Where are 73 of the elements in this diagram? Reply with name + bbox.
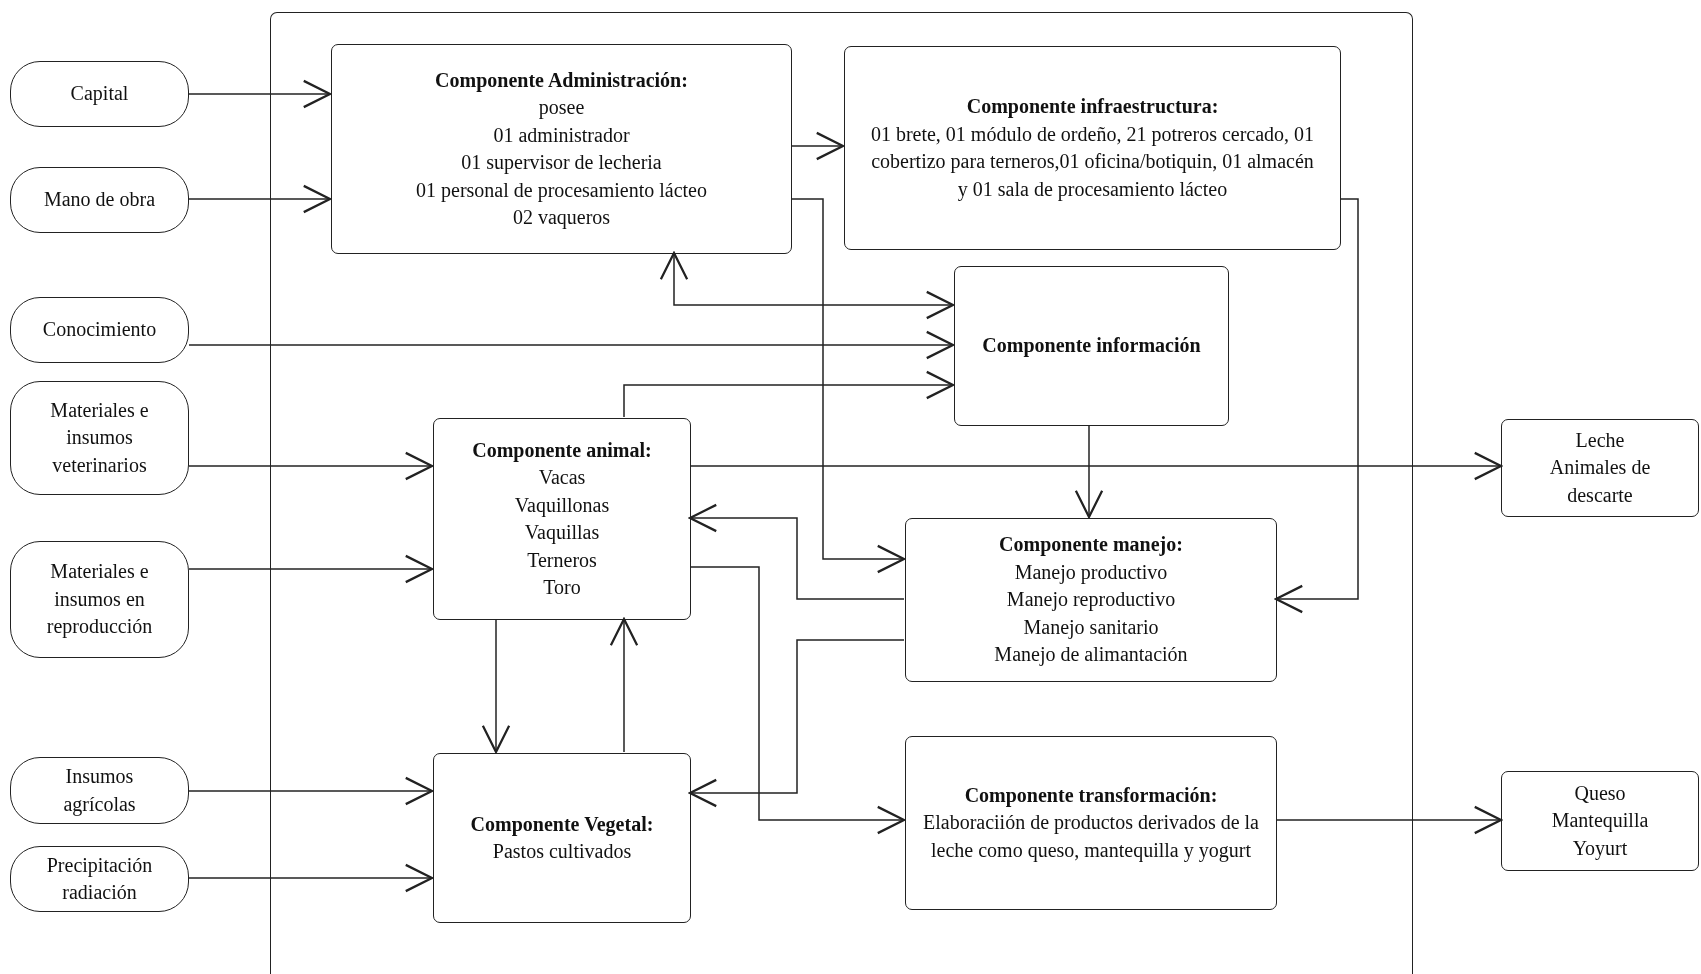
component-title: Componente manejo:: [999, 532, 1183, 558]
component-text: Manejo de alimantación: [994, 642, 1188, 668]
component-text: Manejo reproductivo: [1006, 587, 1176, 613]
input-box: [10, 167, 189, 233]
input-box: [10, 541, 189, 658]
arrow: [188, 863, 434, 893]
arrow: [659, 251, 955, 320]
component-text: Toro: [543, 575, 581, 600]
output-label: Queso: [1574, 780, 1626, 806]
arrow: [790, 131, 845, 161]
arrow: [1074, 424, 1104, 519]
component-box: [905, 518, 1277, 682]
component-text: 01 brete, 01 módulo de ordeño, 21 potreros cercado, 01 cobertizo para terneros,01 oficina/botiquin, 01 almacén y 01 sala de procesamiento lácteo: [869, 121, 1316, 203]
component-title: Componente información: [982, 333, 1201, 359]
arrow: [188, 79, 332, 109]
arrow: [689, 566, 906, 835]
component-text: Manejo productivo: [1014, 559, 1168, 586]
component-title: Componente Administración:: [435, 67, 688, 94]
arrow: [1274, 198, 1359, 614]
arrow: [688, 503, 905, 600]
component-box: [331, 44, 792, 254]
input-label: Mano de obra: [43, 187, 156, 213]
system-boundary: [270, 12, 1413, 974]
input-box: [10, 757, 189, 824]
component-box: [954, 266, 1229, 426]
input-label: Insumos agrícolas: [62, 764, 137, 818]
input-box: [10, 297, 189, 363]
output-label: Leche: [1575, 427, 1625, 453]
component-title: Componente transformación:: [964, 782, 1218, 809]
component-text: Vaquillas: [524, 520, 600, 546]
component-text: Elaboraciión de productos derivados de la leche como queso, mantequilla y yogurt: [922, 810, 1260, 864]
component-text: Vacas: [538, 465, 586, 490]
arrow: [188, 330, 955, 360]
arrow: [688, 639, 905, 808]
component-box: [844, 46, 1341, 250]
component-text: Manejo sanitario: [1023, 614, 1159, 641]
component-text: 02 vaqueros: [512, 205, 611, 231]
input-label: Precipitación radiación: [45, 852, 154, 905]
component-text: 01 supervisor de lecheria: [461, 150, 662, 176]
component-title: Componente Vegetal:: [470, 811, 654, 838]
arrow: [188, 451, 434, 481]
arrow: [790, 198, 906, 574]
input-label: Materiales e insumos veterinarios: [49, 397, 150, 478]
component-title: Componente infraestructura:: [966, 94, 1219, 120]
arrow: [689, 451, 1503, 481]
arrow: [623, 370, 955, 418]
input-label: Conocimiento: [42, 317, 157, 343]
output-label: Mantequilla: [1551, 808, 1649, 834]
arrow: [1275, 805, 1503, 835]
component-text: Terneros: [527, 547, 597, 573]
arrow: [188, 554, 434, 584]
output-box: [1501, 419, 1699, 517]
component-text: 01 administrador: [493, 122, 630, 148]
output-box: [1501, 771, 1699, 871]
component-text: 01 personal de procesamiento lácteo: [416, 177, 707, 204]
component-text: posee: [538, 95, 585, 121]
component-box: [433, 418, 691, 620]
output-label: Yoyurt: [1572, 835, 1628, 862]
component-box: [905, 736, 1277, 910]
component-title: Componente animal:: [472, 437, 652, 464]
arrow: [481, 618, 511, 754]
arrow: [188, 184, 332, 214]
output-label: Animales de descarte: [1548, 455, 1652, 508]
component-text: Pastos cultivados: [492, 839, 632, 864]
input-box: [10, 846, 189, 912]
input-label: Capital: [70, 81, 129, 107]
arrow: [188, 776, 434, 806]
component-text: Vaquillonas: [514, 492, 610, 519]
arrow: [609, 617, 639, 753]
input-label: Materiales e insumos en reproducción: [45, 559, 154, 640]
input-box: [10, 381, 189, 495]
component-box: [433, 753, 691, 923]
input-box: [10, 61, 189, 127]
